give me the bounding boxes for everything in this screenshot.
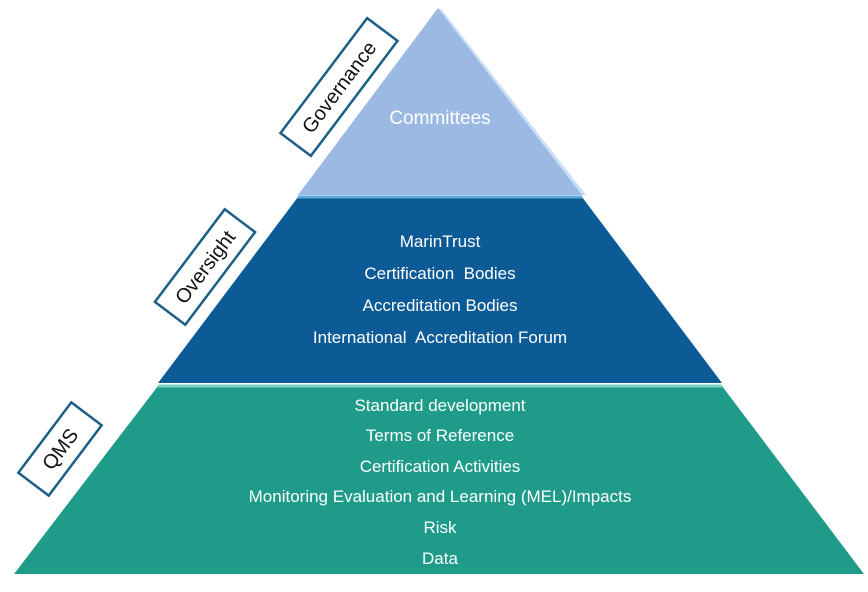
qms-tier-shape xyxy=(14,386,864,574)
qms-item: Terms of Reference xyxy=(366,426,514,445)
oversight-item: International Accreditation Forum xyxy=(313,328,567,347)
governance-tier-shape xyxy=(298,8,582,195)
qms-item: Data xyxy=(422,549,458,568)
oversight-item: Accreditation Bodies xyxy=(363,296,518,315)
governance-tier-highlight xyxy=(438,8,586,195)
governance-tier: Committees xyxy=(298,8,586,195)
governance-tag-box xyxy=(278,16,400,158)
oversight-item: MarinTrust xyxy=(400,232,481,251)
qms-item: Standard development xyxy=(354,396,525,415)
oversight-item: Certification Bodies xyxy=(364,264,515,283)
qms-tier: Standard development Terms of Reference … xyxy=(14,384,864,574)
oversight-tier-shape xyxy=(158,197,722,383)
qms-tag-box xyxy=(16,400,104,498)
qms-item: Risk xyxy=(423,518,457,537)
oversight-tag-box xyxy=(153,207,257,327)
governance-item: Committees xyxy=(389,108,490,129)
qms-item: Certification Activities xyxy=(360,457,521,476)
oversight-tier: MarinTrust Certification Bodies Accredit… xyxy=(158,195,722,383)
qms-item: Monitoring Evaluation and Learning (MEL)… xyxy=(249,487,632,506)
